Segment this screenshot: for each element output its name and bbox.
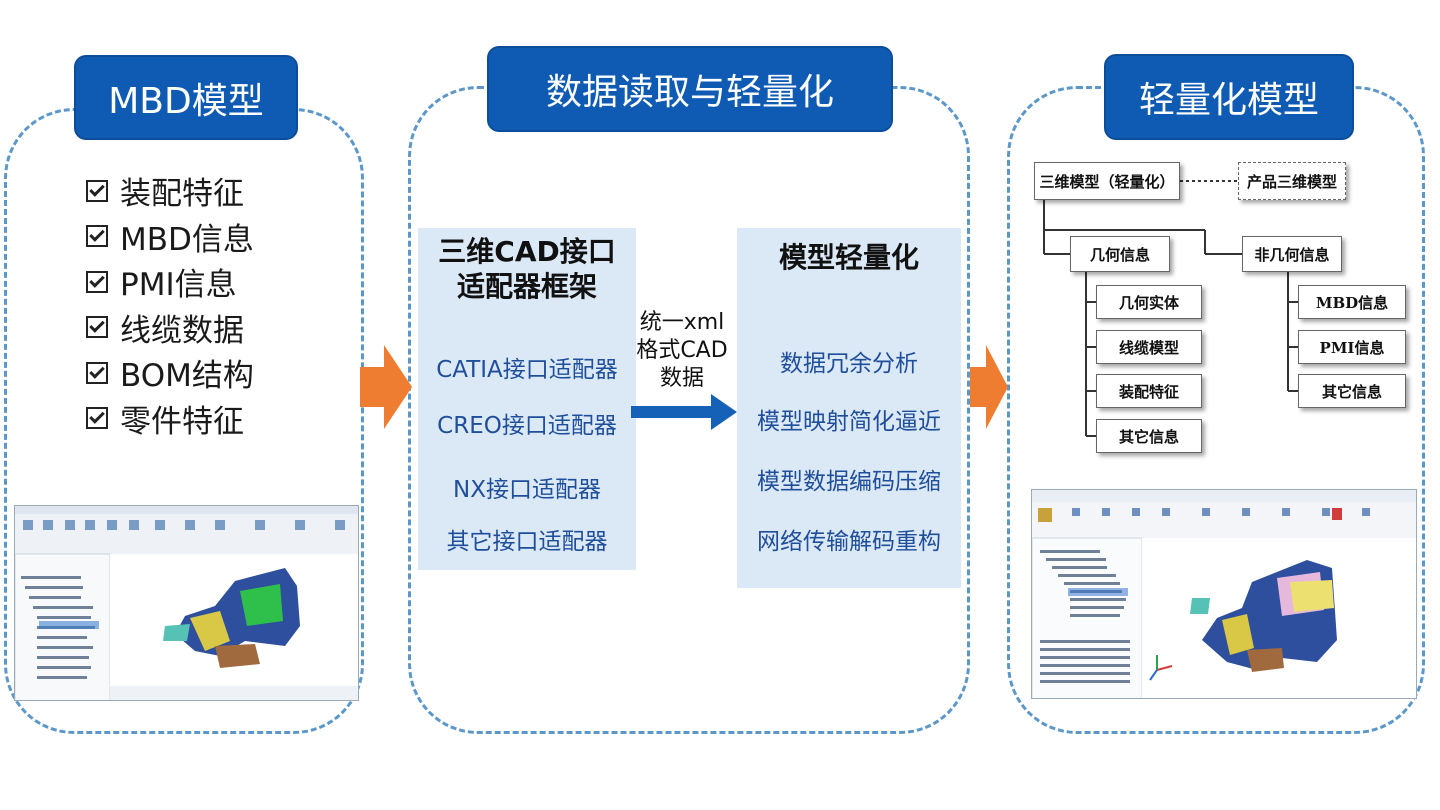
list-item: 零件特征 (86, 396, 254, 442)
tree-linked-node: 产品三维模型 (1238, 162, 1346, 200)
tree-nongeo-child-label: MBD信息 (1315, 293, 1389, 312)
tree-nongeo-child-label: PMI信息 (1319, 338, 1385, 357)
tree-connectors (1043, 180, 1298, 437)
cad-adapter-framework-box: 三维CAD接口 适配器框架 CATIA接口适配器 CREO接口适配器 NX接口适… (418, 228, 636, 570)
checkbox-icon (86, 270, 108, 293)
tree-geo-child: 其它信息 (1096, 419, 1202, 453)
lightweight-viewer-screenshot (1031, 489, 1417, 699)
adapter-item: 其它接口适配器 (446, 529, 608, 555)
checkbox-icon (86, 361, 108, 384)
adapter-item: CREO接口适配器 (437, 413, 617, 439)
adapter-item: NX接口适配器 (453, 477, 601, 503)
tree-geo-child: 线缆模型 (1096, 330, 1202, 364)
connector-line3: 数据 (659, 366, 704, 391)
flow-arrow-icon (360, 345, 412, 429)
tree-nongeo-label: 非几何信息 (1254, 245, 1330, 264)
tree-geo-child-label: 线缆模型 (1118, 338, 1179, 357)
tree-geo-child: 几何实体 (1096, 285, 1202, 319)
list-item: PMI信息 (86, 259, 254, 305)
tree-nongeo-child: MBD信息 (1298, 285, 1406, 319)
lightweight-step: 数据冗余分析 (780, 351, 918, 377)
tree-root-node: 三维模型（轻量化） (1034, 162, 1180, 200)
tree-geo-child-label: 其它信息 (1118, 427, 1179, 446)
lightweight-model-tab: 轻量化模型 (1104, 54, 1354, 140)
list-item-label: BOM结构 (120, 358, 254, 395)
checkbox-icon (86, 407, 108, 430)
tree-geo-label: 几何信息 (1089, 245, 1150, 264)
data-processing-tab: 数据读取与轻量化 (487, 46, 893, 132)
data-processing-tab-label: 数据读取与轻量化 (545, 72, 834, 113)
adapter-framework-title-line1: 三维CAD接口 (438, 235, 616, 268)
xml-connector-label: 统一xml 格式CAD 数据 (626, 309, 738, 393)
list-item: 线缆数据 (86, 305, 254, 351)
mbd-feature-list: 装配特征 MBD信息 PMI信息 线缆数据 BOM结构 零件特征 (86, 168, 254, 441)
checkbox-icon (86, 179, 108, 202)
mbd-model-tab: MBD模型 (74, 55, 298, 140)
mbd-model-tab-label: MBD模型 (108, 80, 264, 122)
tree-geo-child-label: 装配特征 (1118, 382, 1179, 401)
tree-nongeo-node: 非几何信息 (1242, 236, 1342, 272)
blue-arrow-icon (631, 394, 737, 430)
lightweight-model-tab-label: 轻量化模型 (1138, 80, 1319, 121)
checkbox-icon (86, 316, 108, 339)
tree-root-label: 三维模型（轻量化） (1039, 172, 1175, 191)
axis-triad (1149, 655, 1173, 681)
tree-geo-node: 几何信息 (1070, 236, 1170, 272)
list-item-label: PMI信息 (120, 267, 237, 304)
lightweight-step: 网络传输解码重构 (757, 529, 941, 555)
model-lightweight-title: 模型轻量化 (778, 241, 919, 274)
tree-geo-child-label: 几何实体 (1118, 293, 1179, 312)
list-item-label: 零件特征 (120, 403, 244, 440)
cad-software-screenshot (14, 505, 359, 701)
adapter-framework-title-line2: 适配器框架 (456, 270, 597, 303)
tree-geo-child: 装配特征 (1096, 374, 1202, 408)
model-lightweight-box: 模型轻量化 数据冗余分析 模型映射简化逼近 模型数据编码压缩 网络传输解码重构 (737, 228, 961, 588)
list-item-label: MBD信息 (120, 221, 254, 258)
list-item: 装配特征 (86, 168, 254, 214)
adapter-item: CATIA接口适配器 (436, 357, 618, 383)
list-item-label: 线缆数据 (120, 312, 244, 349)
connector-line1: 统一xml (639, 310, 725, 335)
checkbox-icon (86, 225, 108, 248)
lightweight-step: 模型数据编码压缩 (757, 469, 941, 495)
list-item: BOM结构 (86, 350, 254, 396)
connector-line2: 格式CAD (636, 338, 728, 363)
flow-arrow-icon (970, 345, 1008, 429)
tree-nongeo-child-label: 其它信息 (1321, 382, 1382, 401)
tree-nongeo-child: PMI信息 (1298, 330, 1406, 364)
tree-nongeo-child: 其它信息 (1298, 374, 1406, 408)
lightweight-step: 模型映射简化逼近 (757, 409, 941, 435)
list-item: MBD信息 (86, 214, 254, 260)
tree-linked-label: 产品三维模型 (1246, 172, 1337, 191)
list-item-label: 装配特征 (120, 176, 244, 213)
